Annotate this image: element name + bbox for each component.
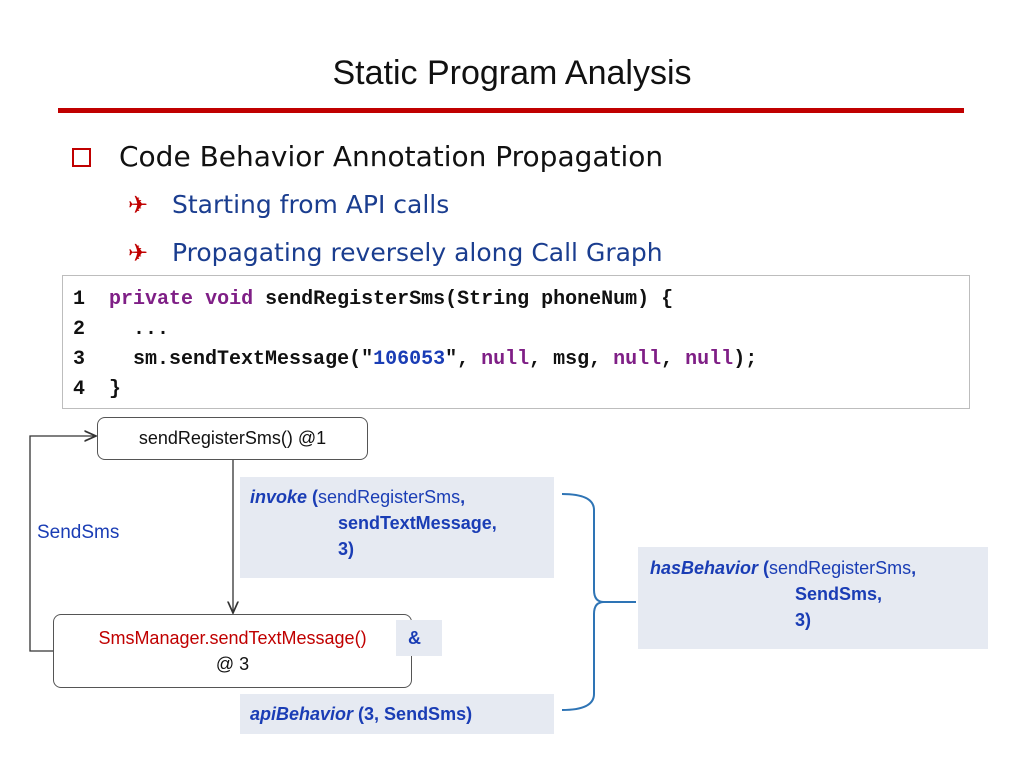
sub-bullet-1: ✈ Starting from API calls [128, 190, 449, 219]
checkbox-bullet-icon [72, 148, 91, 167]
line-number: 1 [73, 288, 86, 311]
code-line-3: 3 sm.sendTextMessage("106053", null, msg… [73, 345, 969, 375]
hasbehavior-line-2: SendSms, [795, 584, 883, 604]
code-listing: 1 private void sendRegisterSms(String ph… [62, 275, 970, 409]
keyword: null [685, 348, 734, 371]
airplane-bullet-icon: ✈ [128, 190, 149, 219]
line-ref-label: @ 3 [215, 654, 250, 674]
invoke-line-2: sendTextMessage, [338, 513, 497, 533]
annotation-arg: sendRegisterSms [769, 558, 912, 578]
edge-label-sendsms: SendSms [37, 522, 120, 543]
annotation-paren: ( [307, 487, 319, 507]
sub-bullet-text: Propagating reversely along Call Graph [172, 238, 663, 267]
node-sendregistersms: sendRegisterSms() @1 [97, 417, 368, 460]
code-text: , msg, [529, 348, 614, 371]
api-call-label: SmsManager.sendTextMessage() [98, 628, 367, 648]
curly-brace [561, 493, 605, 711]
annotation-name: hasBehavior [650, 558, 759, 578]
annotation-arg: sendRegisterSms [318, 487, 461, 507]
annotation-name: apiBehavior [250, 704, 354, 724]
line-number: 3 [73, 348, 86, 371]
code-text: ", [445, 348, 482, 371]
main-bullet-text: Code Behavior Annotation Propagation [119, 140, 664, 173]
invoke-line-3: 3) [338, 539, 355, 559]
apibehavior-annotation: apiBehavior (3, SendSms) [240, 694, 554, 734]
annotation-comma: , [460, 487, 466, 507]
hasbehavior-annotation: hasBehavior (sendRegisterSms, SendSms, 3… [638, 547, 988, 649]
node-sendtextmessage: SmsManager.sendTextMessage() @ 3 [53, 614, 412, 688]
annotation-args: (3, SendSms) [353, 704, 473, 724]
code-line-1: 1 private void sendRegisterSms(String ph… [73, 285, 969, 315]
sub-bullet-2: ✈ Propagating reversely along Call Graph [128, 238, 663, 267]
keyword: void [205, 288, 254, 311]
main-bullet: Code Behavior Annotation Propagation [72, 140, 663, 173]
title-underline [58, 108, 964, 113]
hasbehavior-line-1: hasBehavior (sendRegisterSms, [650, 555, 988, 581]
annotation-comma: , [911, 558, 917, 578]
code-text: ... [133, 318, 170, 341]
code-line-4: 4 } [73, 375, 969, 405]
line-number: 4 [73, 378, 86, 401]
code-text: ); [733, 348, 758, 371]
code-text: sendRegisterSms(String phoneNum) { [265, 288, 674, 311]
and-symbol: & [396, 620, 442, 656]
line-number: 2 [73, 318, 86, 341]
airplane-bullet-icon: ✈ [128, 238, 149, 267]
code-line-2: 2 ... [73, 315, 969, 345]
propagation-edge [29, 436, 96, 652]
keyword: null [613, 348, 662, 371]
code-text: } [109, 378, 122, 401]
annotation-name: invoke [250, 487, 308, 507]
number-literal: 106053 [373, 348, 446, 371]
hasbehavior-line-3: 3) [795, 610, 812, 630]
keyword: null [481, 348, 530, 371]
keyword: private [109, 288, 194, 311]
code-text: , [661, 348, 686, 371]
slide-title: Static Program Analysis [332, 54, 692, 92]
invoke-annotation: invoke (sendRegisterSms, sendTextMessage… [240, 477, 554, 578]
invoke-line-1: invoke (sendRegisterSms, [250, 484, 554, 510]
sub-bullet-text: Starting from API calls [172, 190, 450, 219]
code-text: sm.sendTextMessage(" [133, 348, 374, 371]
annotation-paren: ( [758, 558, 770, 578]
